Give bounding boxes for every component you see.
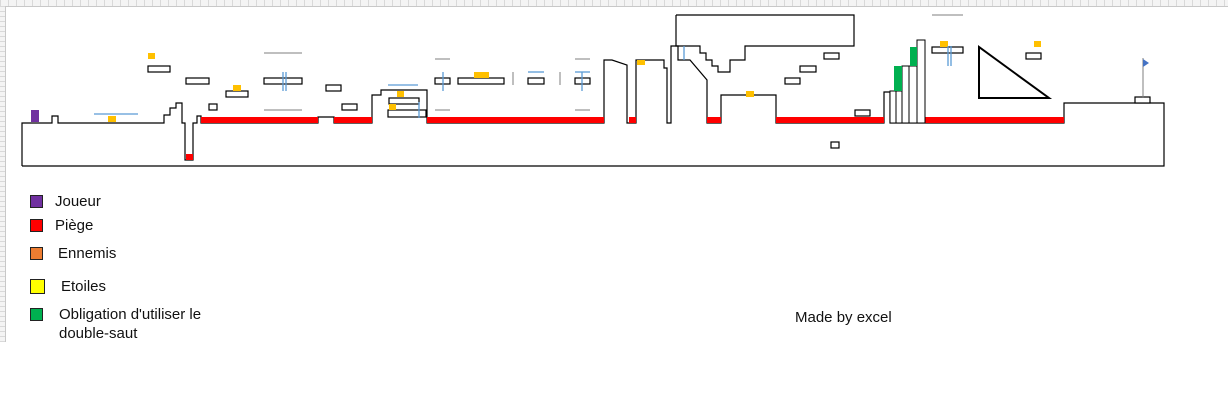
coin <box>389 104 396 110</box>
legend-swatch-trap <box>30 218 43 232</box>
coin <box>474 72 489 78</box>
platform <box>208 103 218 111</box>
player-marker <box>31 110 39 122</box>
trap-block <box>201 117 318 123</box>
platform <box>387 109 427 118</box>
platform <box>527 77 545 85</box>
credit-text: Made by excel <box>795 309 892 326</box>
platform <box>784 77 801 85</box>
legend-label-stars: Etoiles <box>61 277 107 295</box>
coin <box>148 53 155 59</box>
legend-swatch-player <box>30 194 43 208</box>
legend-label-trap: Piège <box>55 216 94 234</box>
legend-swatch-stars <box>30 278 45 294</box>
flag <box>1143 59 1149 67</box>
trap-block <box>427 117 604 123</box>
double-jump-marker <box>894 66 902 91</box>
platform <box>799 65 817 73</box>
legend-swatch-enemies <box>30 246 43 260</box>
coin <box>1034 41 1041 47</box>
pillar <box>901 65 910 124</box>
platform <box>388 97 420 105</box>
legend-item-player: Joueur <box>30 191 101 211</box>
legend-item-trap: Piège <box>30 215 93 235</box>
double-jump-marker <box>910 47 917 66</box>
coin <box>233 85 241 91</box>
platform <box>1025 52 1042 60</box>
pillar <box>895 90 903 124</box>
legend-item-double-jump: Obligation d'utiliser le double-saut <box>30 305 229 345</box>
trap-block <box>629 117 636 123</box>
coin <box>940 41 948 47</box>
column-header-ruler <box>0 0 1228 7</box>
trap-block <box>776 117 884 123</box>
platform <box>185 77 210 85</box>
ceiling-block <box>675 14 855 73</box>
platform <box>823 52 840 60</box>
platform <box>325 84 342 92</box>
legend-item-enemies: Ennemis <box>30 243 116 263</box>
trap-block <box>925 117 1064 123</box>
legend-label-enemies: Ennemis <box>58 244 117 262</box>
platform <box>225 90 249 98</box>
coin <box>746 91 754 97</box>
platform <box>854 109 871 117</box>
legend-label-player: Joueur <box>55 192 101 210</box>
legend-item-stars: Etoiles <box>30 276 106 296</box>
coin <box>397 91 404 97</box>
hidden-box <box>830 141 840 149</box>
coin <box>108 116 116 122</box>
platform <box>147 65 171 73</box>
pillar <box>908 65 918 124</box>
trap-block <box>186 154 193 160</box>
coin <box>637 60 645 65</box>
legend-swatch-double-jump <box>30 308 43 321</box>
platform <box>341 103 358 111</box>
trap-block <box>707 117 721 123</box>
row-header-ruler <box>0 6 6 342</box>
trap-block <box>334 117 372 123</box>
platform <box>457 77 505 85</box>
pillar <box>916 39 926 124</box>
ramp-triangle <box>978 45 1053 99</box>
legend-label-double-jump: Obligation d'utiliser le double-saut <box>59 306 202 342</box>
pillar <box>889 90 897 124</box>
